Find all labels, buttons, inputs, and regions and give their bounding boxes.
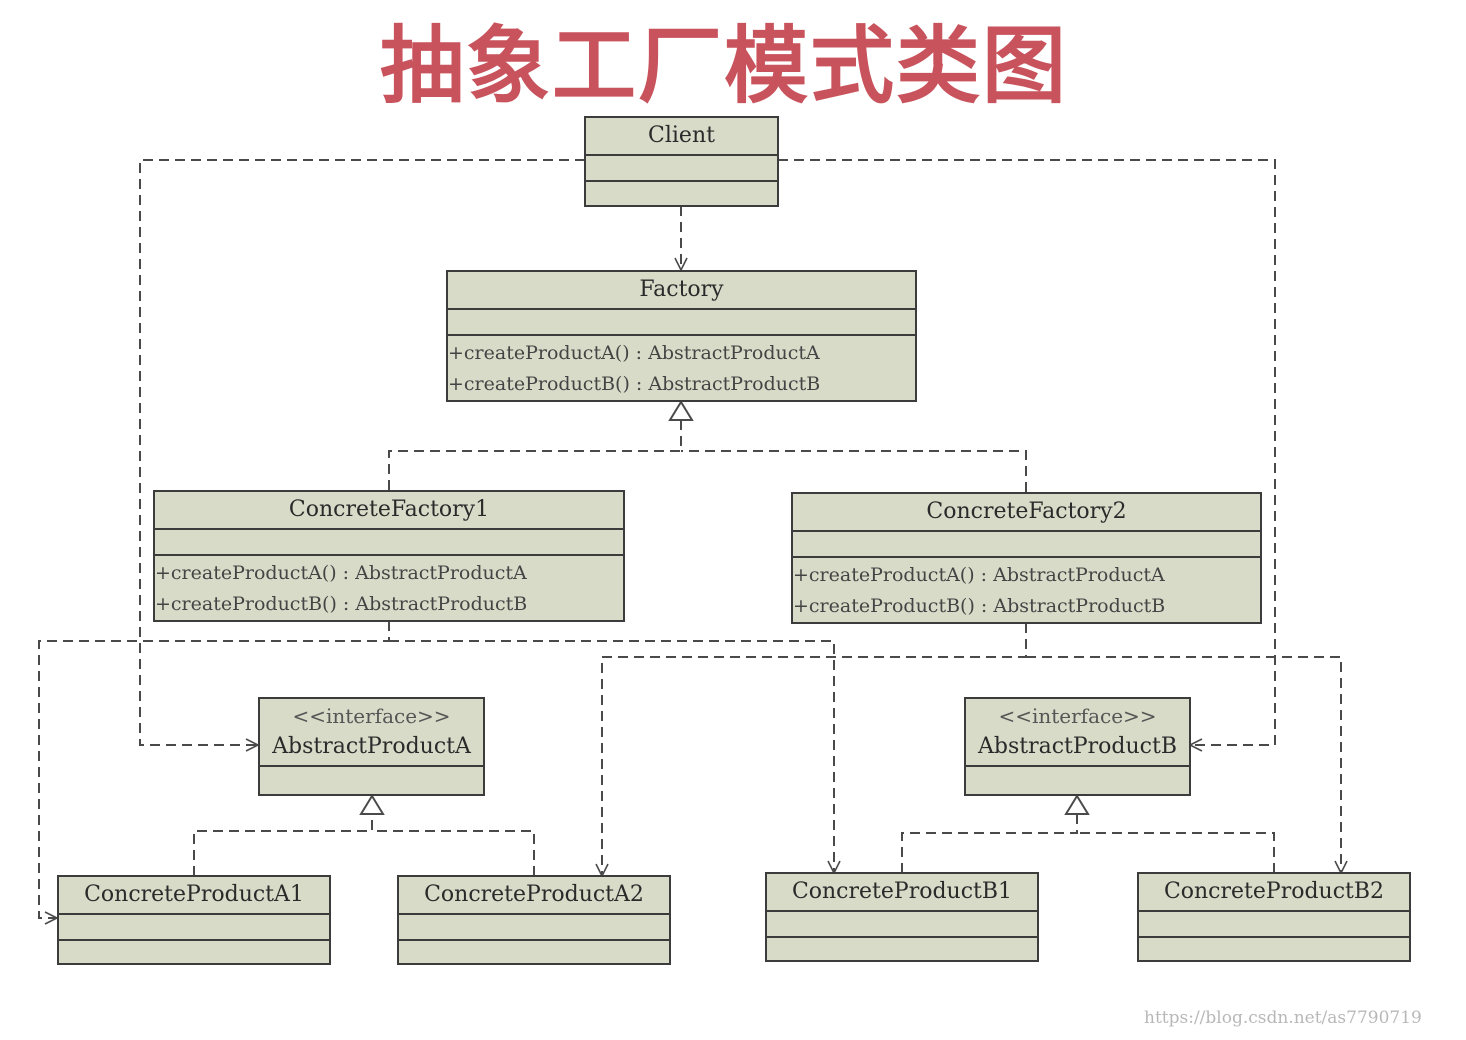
operation: +createProductA() : AbstractProductA — [448, 342, 820, 364]
class-concrete-factory2: ConcreteFactory2 +createProductA() : Abs… — [791, 492, 1262, 624]
class-concrete-product-a1: ConcreteProductA1 — [57, 875, 331, 965]
class-name: ConcreteFactory2 — [793, 494, 1260, 532]
class-attributes — [1139, 912, 1409, 938]
realization-product-a2 — [372, 830, 535, 876]
operation: +createProductA() : AbstractProductA — [793, 564, 1165, 586]
dependency-cf1-product-a1 — [38, 621, 390, 918]
class-name: AbstractProductA — [260, 731, 483, 767]
triangle-abstract-product-a — [359, 794, 385, 815]
operation: +createProductB() : AbstractProductB — [448, 373, 821, 395]
class-attributes — [793, 532, 1260, 558]
class-name: ConcreteProductB1 — [767, 874, 1037, 912]
class-concrete-factory1: ConcreteFactory1 +createProductA() : Abs… — [153, 490, 625, 622]
realization-product-a1 — [193, 815, 373, 876]
class-name: Client — [586, 118, 777, 156]
stereotype-label: <<interface>> — [998, 704, 1157, 728]
stereotype-label: <<interface>> — [292, 704, 451, 728]
dependency-cf2-product-b2 — [1026, 656, 1341, 873]
class-attributes — [59, 915, 329, 941]
class-attributes — [586, 156, 777, 182]
operation: +createProductB() : AbstractProductB — [793, 595, 1166, 617]
dependency-client-abstract-product-b — [778, 159, 1276, 745]
class-name: AbstractProductB — [966, 731, 1189, 767]
class-name: ConcreteProductB2 — [1139, 874, 1409, 912]
triangle-abstract-product-b — [1064, 794, 1090, 815]
dependency-cf2-product-a2 — [602, 623, 1027, 876]
class-attributes — [767, 912, 1037, 938]
interface-abstract-product-b: <<interface>> AbstractProductB — [964, 697, 1191, 796]
dependency-cf1-product-b1 — [389, 640, 834, 873]
class-concrete-product-b1: ConcreteProductB1 — [765, 872, 1039, 962]
class-concrete-product-b2: ConcreteProductB2 — [1137, 872, 1411, 962]
class-operations: +createProductA() : AbstractProductA +cr… — [155, 556, 623, 620]
class-attributes — [448, 310, 915, 336]
class-name: ConcreteFactory1 — [155, 492, 623, 530]
class-name: ConcreteProductA1 — [59, 877, 329, 915]
watermark-text: https://blog.csdn.net/as7790719 — [1144, 1008, 1422, 1028]
diagram-title: 抽象工厂模式类图 — [380, 17, 1069, 115]
class-concrete-product-a2: ConcreteProductA2 — [397, 875, 671, 965]
interface-abstract-product-a: <<interface>> AbstractProductA — [258, 697, 485, 796]
triangle-factory — [668, 400, 694, 421]
operation: +createProductB() : AbstractProductB — [155, 593, 528, 615]
class-attributes — [155, 530, 623, 556]
realization-concrete-factory2 — [681, 450, 1027, 492]
dependency-client-abstract-product-a — [139, 159, 585, 745]
class-operations: +createProductA() : AbstractProductA +cr… — [448, 336, 915, 400]
realization-concrete-factory1 — [388, 420, 682, 490]
class-client: Client — [584, 116, 779, 207]
realization-product-b1 — [901, 815, 1078, 873]
class-name: ConcreteProductA2 — [399, 877, 669, 915]
class-attributes — [399, 915, 669, 941]
class-name: Factory — [448, 272, 915, 310]
operation: +createProductA() : AbstractProductA — [155, 562, 527, 584]
realization-product-b2 — [1077, 832, 1275, 873]
class-operations: +createProductA() : AbstractProductA +cr… — [793, 558, 1260, 622]
class-factory: Factory +createProductA() : AbstractProd… — [446, 270, 917, 402]
